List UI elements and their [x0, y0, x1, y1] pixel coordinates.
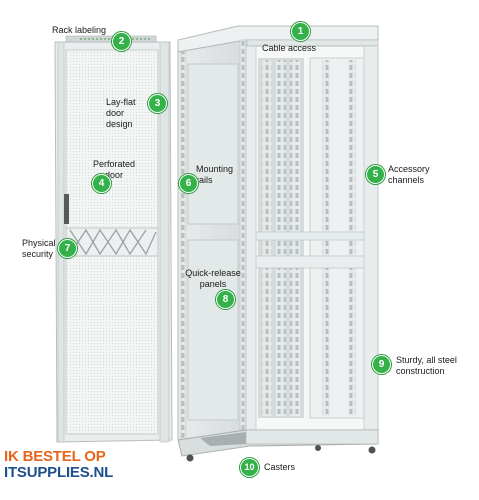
callout-badge-4: 4 — [92, 174, 111, 193]
itsupplies-logo: IK BESTEL OP ITSUPPLIES.NL — [4, 449, 124, 481]
callout-badge-1: 1 — [291, 22, 310, 41]
callout-badge-7: 7 — [58, 239, 77, 258]
callout-badge-8: 8 — [216, 290, 235, 309]
callout-badge-9: 9 — [372, 355, 391, 374]
callout-label-physical-security: Physical security — [22, 238, 56, 259]
callout-label-accessory-channels: Accessory channels — [388, 164, 430, 185]
callout-label-mounting-rails: Mounting rails — [196, 164, 234, 185]
callout-label-perforated-door: Perforated door — [92, 159, 136, 180]
front-door — [54, 35, 173, 443]
callout-label-cable-access: Cable access — [262, 43, 317, 53]
callout-label-quick-release-panels: Quick-release panels — [185, 268, 241, 289]
callout-badge-3: 3 — [148, 94, 167, 113]
logo-line-2: ITSUPPLIES.NL — [4, 464, 114, 481]
callout-label-casters: Casters — [264, 462, 296, 472]
logo-line-1: IK BESTEL OP — [4, 448, 106, 465]
callout-badge-2: 2 — [112, 32, 131, 51]
callout-badge-10: 10 — [240, 458, 259, 477]
callout-label-rack-labeling: Rack labeling — [52, 25, 107, 35]
callout-label-lay-flat-door: Lay-flat door design — [106, 97, 136, 129]
callout-badge-6: 6 — [179, 174, 198, 193]
rack-cabinet — [177, 25, 379, 472]
callout-label-sturdy-steel: Sturdy, all steel construction — [396, 355, 457, 376]
callout-badge-5: 5 — [366, 165, 385, 184]
